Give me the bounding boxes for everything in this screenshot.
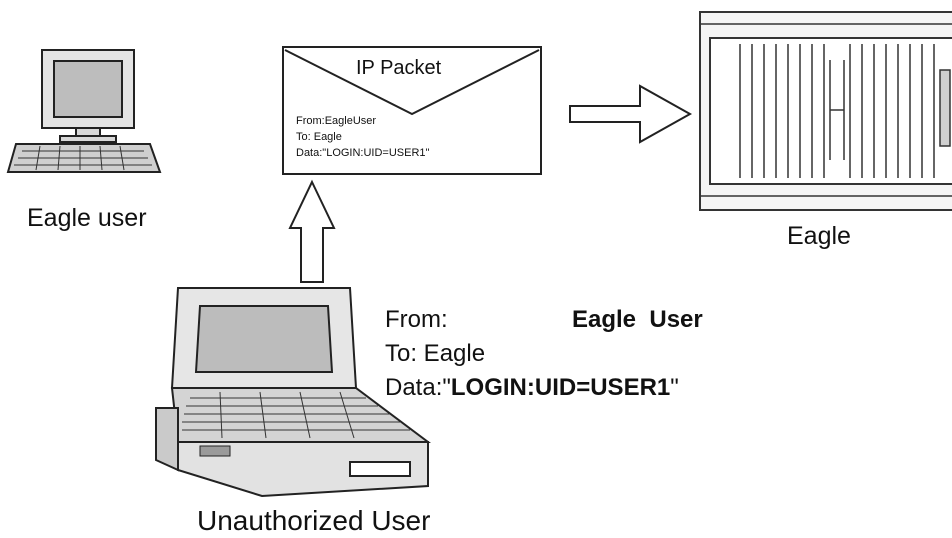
message-data-line: Data:"LOGIN:UID=USER1" — [385, 374, 679, 402]
message-data-label: Data:" — [385, 374, 451, 401]
desktop-computer-icon — [6, 49, 162, 173]
arrow-up-icon — [288, 179, 336, 283]
packet-data-line: Data:"LOGIN:UID=USER1" — [296, 147, 430, 159]
ip-packet-envelope — [282, 46, 542, 175]
message-from-value: Eagle User — [572, 306, 703, 333]
packet-to-line: To: Eagle — [296, 131, 342, 143]
message-from-label: From: — [385, 306, 448, 333]
arrow-right-icon — [569, 84, 693, 144]
eagle-system-icon — [699, 11, 952, 211]
laptop-icon — [155, 287, 431, 498]
unauthorized-user-label: Unauthorized User — [197, 505, 431, 536]
eagle-user-label: Eagle user — [27, 204, 147, 232]
message-data-close: " — [670, 374, 679, 401]
message-data-value: LOGIN:UID=USER1 — [450, 374, 671, 401]
packet-from-line: From:EagleUser — [296, 115, 376, 127]
eagle-label: Eagle — [787, 222, 851, 250]
message-to-line: To: Eagle — [385, 340, 486, 367]
packet-title: IP Packet — [356, 57, 442, 79]
